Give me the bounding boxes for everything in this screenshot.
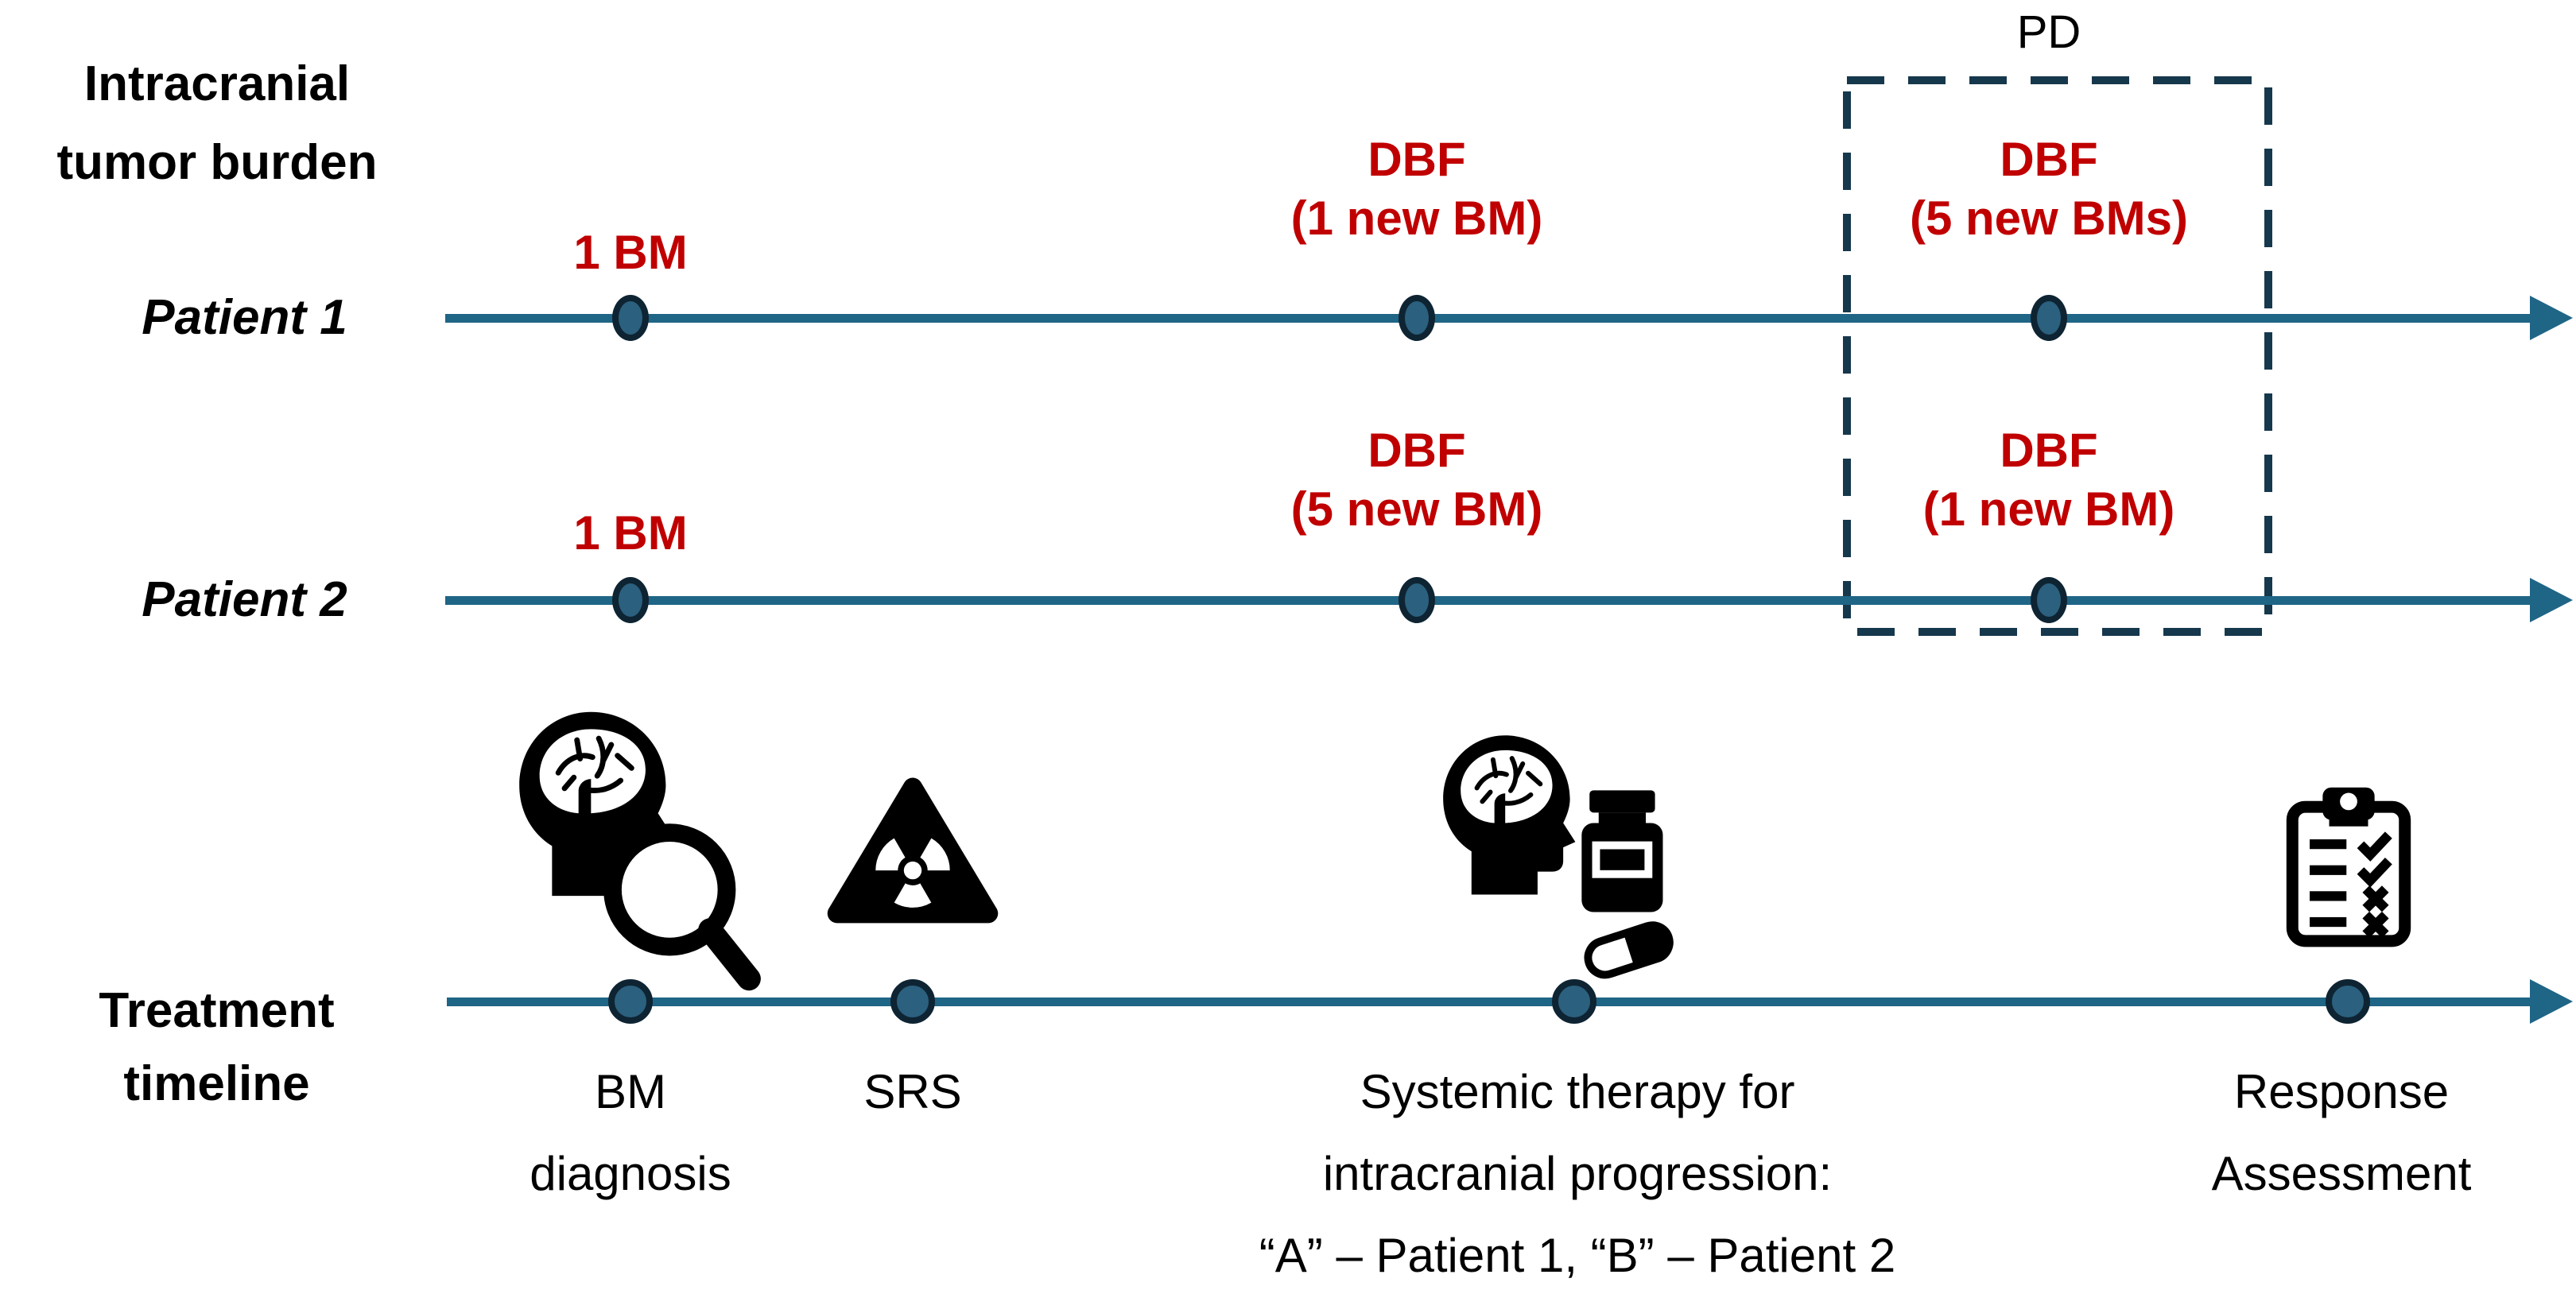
section-title-intracranial-tumor-burden: Intracranial tumor burden [0,45,434,202]
treatment-event-dot-1 [608,979,653,1024]
head-brain-magnifier-icon [519,711,761,991]
patient2-event-dot-3 [2031,577,2067,623]
patient2-event-dbf1-label: DBF (1 new BM) [1922,424,2175,536]
patient1-event-dbf5-label: DBF (5 new BMs) [1909,133,2189,245]
patient2-event-dbf5-label: DBF (5 new BM) [1290,424,1543,536]
treatment-timeline-line [447,998,2532,1006]
clipboard-checklist-icon [2286,787,2411,947]
patient2-event-dot-1 [612,577,649,623]
treatment-event-dot-4 [2326,979,2370,1024]
patient2-timeline-arrowhead [2530,578,2573,622]
treatment-event-label-response-assessment: Response Assessment [2211,1065,2472,1200]
patient2-timeline-line [445,596,2532,605]
treatment-event-dot-3 [1552,979,1596,1024]
section-title-line1: Intracranial [83,56,351,111]
patient1-event-dot-1 [612,295,649,341]
patient1-event-dot-3 [2031,295,2067,341]
pd-progression-box [1843,76,2272,636]
head-brain-pill-bottle-icon [1443,735,1674,979]
patient1-event-dbf1-label: DBF (1 new BM) [1290,133,1543,245]
treatment-timeline-arrowhead [2530,979,2573,1024]
pd-label: PD [2016,6,2081,58]
patient2-label: Patient 2 [142,572,347,627]
treatment-timeline-label: Treatment timeline [99,983,335,1111]
treatment-event-label-srs: SRS [863,1065,962,1118]
patient2-event-1bm-label: 1 BM [573,506,688,560]
treatment-event-dot-2 [890,979,935,1024]
patient1-timeline-arrowhead [2530,296,2573,340]
patient1-label: Patient 1 [142,290,347,345]
radiation-warning-icon [827,777,999,924]
patient1-timeline-line [445,314,2532,323]
patient2-event-dot-2 [1399,577,1435,623]
treatment-event-label-systemic-therapy: Systemic therapy for intracranial progre… [1259,1065,1896,1282]
treatment-event-label-bm-diagnosis: BM diagnosis [530,1065,731,1200]
patient1-event-dot-2 [1399,295,1435,341]
patient1-event-1bm-label: 1 BM [573,226,688,279]
section-title-line2: tumor burden [56,135,378,190]
